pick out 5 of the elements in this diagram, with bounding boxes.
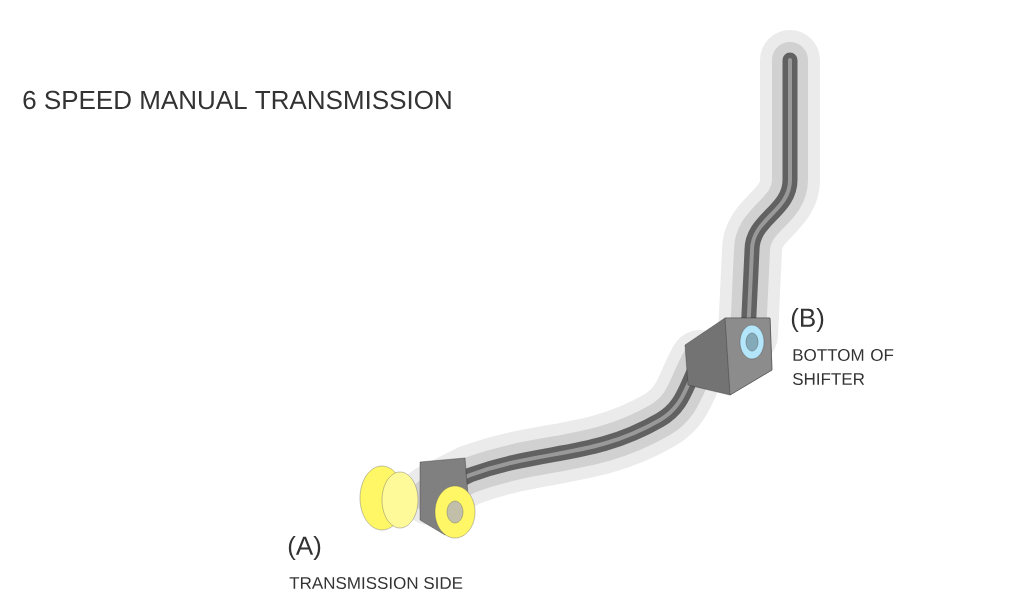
callout-letter: (B) [791,307,824,333]
part-label: BOTTOM OF SHIFTER [793,349,894,386]
callout-letter: (A) [288,535,321,561]
part-label: TRANSMISSION SIDE [289,577,463,590]
title: 6 SPEED MANUAL TRANSMISSION [23,90,451,110]
